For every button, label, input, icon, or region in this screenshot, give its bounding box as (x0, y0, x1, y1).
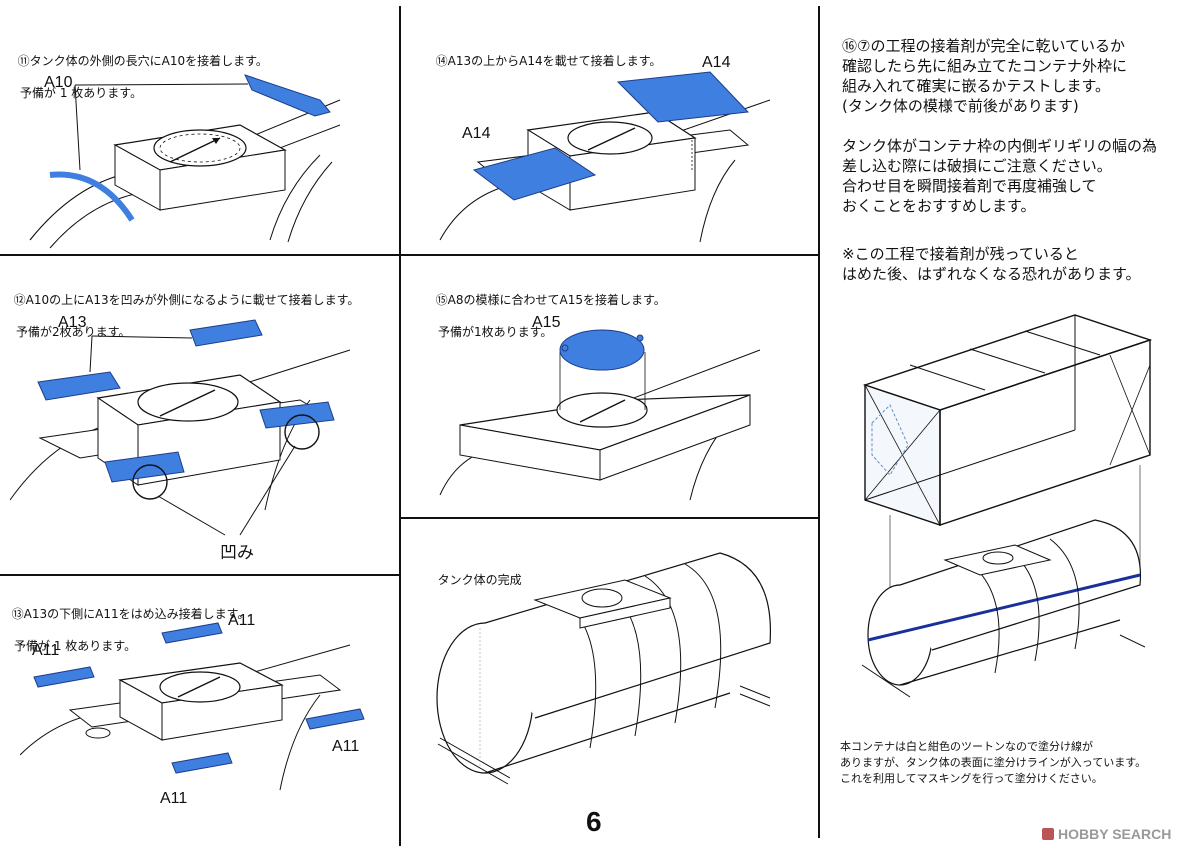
step15-caption: ⑮A8の模様に合わせてA15を接着します。 予備が1枚あります。 (428, 276, 666, 356)
watermark: HOBBY SEARCH (1042, 826, 1171, 842)
note-p2-line2: 差し込む際には破損にご注意ください。 (842, 157, 1112, 175)
divider-h-left-2 (0, 574, 399, 576)
step12-illustration (10, 310, 380, 550)
step13-label-a11-right: A11 (332, 738, 360, 755)
note-p2-line1: タンク体がコンテナ枠の内側ギリギリの幅の為 (842, 137, 1158, 155)
note-p1-line4: (タンク体の模様で前後があります) (842, 97, 1079, 115)
step12-callout-recess: 凹み (220, 543, 254, 562)
note-p2-line4: おくことをおすすめします。 (842, 197, 1036, 215)
note-paragraph-1: ⑯⑦の工程の接着剤が完全に乾いているか 確認したら先に組み立てたコンテナ外枠に … (842, 36, 1127, 116)
bottom-note: 本コンテナは白と紺色のツートンなので塗分け線が ありますが、タンク体の表面に塗分… (840, 739, 1146, 787)
divider-vertical-left (399, 6, 401, 846)
hobby-search-logo-icon (1042, 828, 1054, 840)
bottom-note-line1: 本コンテナは白と紺色のツートンなので塗分け線が (840, 740, 1093, 753)
step13-label-a11-top: A11 (228, 612, 256, 629)
step15-line2: 予備が1枚あります。 (438, 325, 553, 339)
step11-line2: 予備が 1 枚あります。 (20, 86, 143, 100)
step11-label-a10: A10 (44, 74, 73, 91)
step14-label-a14-left: A14 (462, 125, 491, 142)
step12-caption: ⑫A10の上にA13を凹みが外側になるように載せて接着します。 予備が2枚ありま… (6, 276, 360, 356)
step15-illustration (430, 320, 800, 510)
note-p2-line3: 合わせ目を瞬間接着剤で再度補強して (842, 177, 1097, 195)
complete-line1: タンク体の完成 (437, 573, 522, 587)
divider-h-left-1 (0, 254, 399, 256)
step15-label-a15: A15 (532, 314, 561, 331)
bottom-note-line2: ありますが、タンク体の表面に塗分けラインが入っています。 (840, 756, 1147, 769)
step13-illustration (20, 615, 380, 795)
step15-line1: ⑮A8の模様に合わせてA15を接着します。 (435, 293, 666, 307)
step11-illustration (20, 70, 380, 250)
complete-tank-illustration (430, 548, 800, 798)
step14-label-a14-right: A14 (702, 54, 731, 71)
container-frame-illustration (850, 305, 1170, 725)
note-p1-line3: 組み入れて確実に嵌るかテストします。 (842, 77, 1111, 95)
note-paragraph-2: タンク体がコンテナ枠の内側ギリギリの幅の為 差し込む際には破損にご注意ください。… (842, 136, 1157, 216)
divider-h-mid-2 (401, 517, 818, 519)
step13-line1: ⑬A13の下側にA11をはめ込み接着します。 (11, 607, 250, 621)
step14-illustration (430, 70, 800, 250)
step14-line1: ⑭A13の上からA14を載せて接着します。 (435, 54, 662, 68)
divider-h-mid-1 (401, 254, 818, 256)
note-paragraph-3: ※この工程で接着剤が残っていると はめた後、はずれなくなる恐れがあります。 (842, 244, 1141, 284)
note-p1-line1: ⑯⑦の工程の接着剤が完全に乾いているか (842, 37, 1125, 55)
note-p1-line2: 確認したら先に組み立てたコンテナ外枠に (842, 57, 1128, 75)
page-number: 6 (586, 806, 602, 837)
step12-line1: ⑫A10の上にA13を凹みが外側になるように載せて接着します。 (13, 293, 360, 307)
step11-caption: ⑪タンク体の外側の長穴にA10を接着します。 予備が 1 枚あります。 (10, 37, 268, 117)
step12-label-a13: A13 (58, 314, 87, 331)
step14-caption: ⑭A13の上からA14を載せて接着します。 (428, 37, 662, 69)
complete-caption: タンク体の完成 (430, 556, 522, 588)
step13-label-a11-left: A11 (32, 642, 60, 659)
step13-caption: ⑬A13の下側にA11をはめ込み接着します。 予備が 1 枚あります。 (4, 590, 250, 670)
step11-line1: ⑪タンク体の外側の長穴にA10を接着します。 (17, 54, 268, 68)
step13-label-a11-bottom: A11 (160, 790, 188, 807)
watermark-text: HOBBY SEARCH (1058, 826, 1172, 842)
note-p3-line2: はめた後、はずれなくなる恐れがあります。 (842, 265, 1141, 283)
note-p3-line1: ※この工程で接着剤が残っていると (842, 245, 1079, 263)
step12-line2: 予備が2枚あります。 (16, 325, 131, 339)
divider-vertical-right (818, 6, 820, 838)
step13-line2: 予備が 1 枚あります。 (14, 639, 137, 653)
bottom-note-line3: これを利用してマスキングを行って塗分けください。 (840, 772, 1103, 785)
